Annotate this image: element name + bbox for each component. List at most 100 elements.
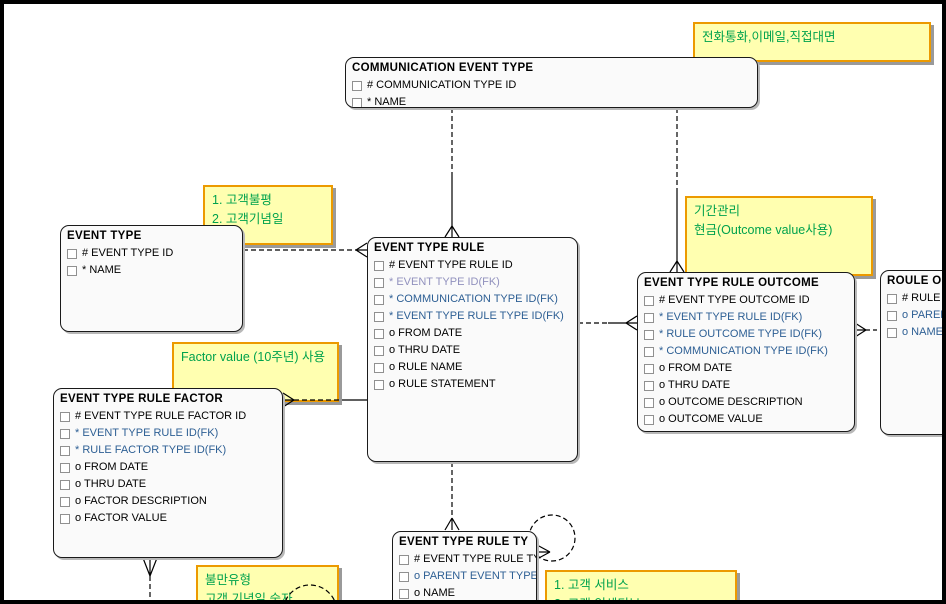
attribute-checkbox[interactable] (60, 462, 70, 473)
attribute-checkbox[interactable] (644, 363, 654, 374)
attribute-row[interactable]: o RULE STATEMENT (374, 376, 577, 393)
attribute-checkbox[interactable] (60, 479, 70, 490)
attribute-row[interactable]: # EVENT TYPE OUTCOME ID (644, 292, 854, 309)
entity-title: EVENT TYPE RULE OUTCOME (644, 277, 819, 289)
attribute-checkbox[interactable] (67, 265, 77, 276)
attribute-row[interactable]: o THRU DATE (644, 377, 854, 394)
note-event-type-examples[interactable]: 1. 고객불평 2. 고객기념일 (203, 185, 333, 245)
crow-foot-icon (444, 517, 460, 531)
attribute-checkbox[interactable] (644, 414, 654, 425)
attribute-row[interactable]: o FROM DATE (374, 325, 577, 342)
attribute-checkbox[interactable] (60, 496, 70, 507)
entity-event-type-rule[interactable]: EVENT TYPE RULE # EVENT TYPE RULE ID * E… (367, 237, 578, 462)
attribute-checkbox[interactable] (352, 97, 362, 107)
attribute-checkbox[interactable] (399, 571, 409, 582)
attribute-row[interactable]: o PAREN (887, 307, 942, 324)
rel-rule-to-outcome[interactable] (578, 315, 638, 331)
attribute-row[interactable]: * NAME (352, 94, 757, 107)
crow-foot-icon (355, 242, 368, 258)
attribute-checkbox[interactable] (60, 428, 70, 439)
attribute-checkbox[interactable] (887, 310, 897, 321)
rel-outcometype-to-outcome[interactable] (854, 322, 880, 338)
attribute-checkbox[interactable] (644, 346, 654, 357)
note-text: 현금(Outcome value사용) (694, 223, 833, 237)
attribute-checkbox[interactable] (644, 380, 654, 391)
attribute-row[interactable]: * RULE FACTOR TYPE ID(FK) (60, 442, 282, 459)
entity-communication-event-type[interactable]: COMMUNICATION EVENT TYPE # COMMUNICATION… (345, 57, 758, 108)
attribute-checkbox[interactable] (644, 312, 654, 323)
entity-roule-outcome-type[interactable]: ROULE O # RULE o PAREN o NAME (880, 270, 942, 435)
attribute-checkbox[interactable] (644, 295, 654, 306)
attribute-checkbox[interactable] (67, 248, 77, 259)
attribute-checkbox[interactable] (374, 277, 384, 288)
attribute-row[interactable]: o THRU DATE (374, 342, 577, 359)
entity-title: EVENT TYPE (67, 230, 142, 242)
attribute-row[interactable]: o FACTOR DESCRIPTION (60, 493, 282, 510)
attribute-row[interactable]: # RULE (887, 290, 942, 307)
attribute-row[interactable]: * EVENT TYPE RULE ID(FK) (60, 425, 282, 442)
attribute-checkbox[interactable] (374, 294, 384, 305)
attribute-checkbox[interactable] (374, 345, 384, 356)
attribute-checkbox[interactable] (374, 379, 384, 390)
note-text: 고객 기념일 숫자 (205, 592, 293, 604)
rel-comm-to-outcome[interactable] (669, 108, 685, 273)
entity-event-type-rule-factor[interactable]: EVENT TYPE RULE FACTOR # EVENT TYPE RULE… (53, 388, 283, 558)
crow-foot-icon (625, 315, 638, 331)
attribute-row[interactable]: o FROM DATE (644, 360, 854, 377)
attribute-checkbox[interactable] (374, 362, 384, 373)
note-text: Factor value (10주년) 사용 (181, 350, 325, 364)
attribute-checkbox[interactable] (644, 329, 654, 340)
attribute-row[interactable]: # EVENT TYPE RULE ID (374, 257, 577, 274)
attribute-row[interactable]: * RULE OUTCOME TYPE ID(FK) (644, 326, 854, 343)
attribute-row[interactable]: # COMMUNICATION TYPE ID (352, 77, 757, 94)
attribute-row[interactable]: * COMMUNICATION TYPE ID(FK) (644, 343, 854, 360)
attribute-checkbox[interactable] (399, 588, 409, 599)
entity-event-type[interactable]: EVENT TYPE # EVENT TYPE ID * NAME (60, 225, 243, 332)
entity-event-type-rule-outcome[interactable]: EVENT TYPE RULE OUTCOME # EVENT TYPE OUT… (637, 272, 855, 432)
attribute-row[interactable]: o OUTCOME VALUE (644, 411, 854, 428)
attribute-row[interactable]: * EVENT TYPE RULE TYPE ID(FK) (374, 308, 577, 325)
attribute-checkbox[interactable] (399, 554, 409, 565)
attribute-checkbox[interactable] (352, 80, 362, 91)
entity-event-type-rule-type[interactable]: EVENT TYPE RULE TY # EVENT TYPE RULE TY … (392, 531, 537, 600)
rel-recursive-bottom[interactable] (283, 584, 337, 604)
attribute-checkbox[interactable] (644, 397, 654, 408)
attribute-checkbox[interactable] (60, 445, 70, 456)
crow-foot-icon (444, 225, 460, 238)
rel-ruletype-recursive[interactable] (528, 514, 576, 562)
note-communication-types[interactable]: 전화통화,이메일,직접대면 (693, 22, 931, 62)
attribute-row[interactable]: * COMMUNICATION TYPE ID(FK) (374, 291, 577, 308)
attribute-checkbox[interactable] (60, 411, 70, 422)
attribute-row[interactable]: o THRU DATE (60, 476, 282, 493)
rel-factor-to-rule[interactable] (282, 392, 367, 408)
rel-factor-to-factortype[interactable] (142, 557, 158, 600)
note-text: 1. 고객 서비스 (554, 578, 629, 592)
attribute-checkbox[interactable] (374, 328, 384, 339)
attribute-checkbox[interactable] (374, 311, 384, 322)
attribute-row[interactable]: * NAME (67, 262, 242, 279)
attribute-row[interactable]: o OUTCOME DESCRIPTION (644, 394, 854, 411)
attribute-checkbox[interactable] (374, 260, 384, 271)
note-factor-type-examples[interactable]: 불만유형 고객 기념일 숫자 (196, 565, 339, 604)
attribute-row[interactable]: o FROM DATE (60, 459, 282, 476)
attribute-row[interactable]: # EVENT TYPE RULE TY (399, 551, 536, 568)
rel-comm-to-rule[interactable] (444, 108, 460, 238)
attribute-row[interactable]: o NAME (887, 324, 942, 341)
entity-title: COMMUNICATION EVENT TYPE (352, 62, 534, 74)
attribute-checkbox[interactable] (60, 513, 70, 524)
attribute-row[interactable]: # EVENT TYPE RULE FACTOR ID (60, 408, 282, 425)
attribute-row[interactable]: # EVENT TYPE ID (67, 245, 242, 262)
attribute-checkbox[interactable] (887, 327, 897, 338)
attribute-row[interactable]: o FACTOR VALUE (60, 510, 282, 527)
note-rule-type-examples[interactable]: 1. 고객 서비스 2. 고객 인센티브 (545, 570, 737, 600)
rel-eventtype-to-rule[interactable] (243, 242, 368, 258)
attribute-row[interactable]: o RULE NAME (374, 359, 577, 376)
rel-rule-to-ruletype[interactable] (444, 462, 460, 531)
attribute-row[interactable]: o NAME (399, 585, 536, 600)
attribute-row[interactable]: o PARENT EVENT TYPE (399, 568, 536, 585)
attribute-checkbox[interactable] (887, 293, 897, 304)
attribute-row[interactable]: * EVENT TYPE ID(FK) (374, 274, 577, 291)
attribute-row[interactable]: * EVENT TYPE RULE ID(FK) (644, 309, 854, 326)
